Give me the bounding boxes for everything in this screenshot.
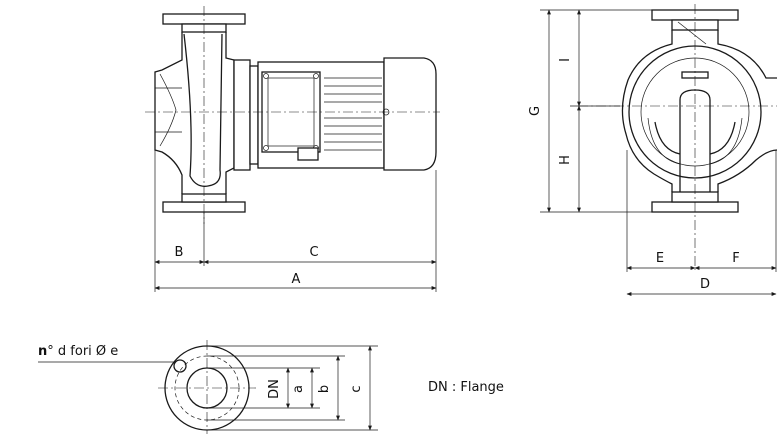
motor-foot bbox=[297, 147, 319, 161]
volute-right-bottom bbox=[717, 149, 777, 192]
label-h: H bbox=[558, 155, 573, 165]
label-d: D bbox=[700, 277, 710, 292]
holes-note-text: ° d fori Ø e bbox=[47, 344, 118, 359]
label-g: G bbox=[528, 106, 543, 116]
casing-left bbox=[154, 32, 183, 194]
fan-cover bbox=[383, 57, 437, 171]
holes-note-count: n bbox=[38, 344, 47, 359]
bracket bbox=[233, 59, 251, 171]
volute-right-top bbox=[717, 30, 777, 79]
label-i: I bbox=[558, 58, 573, 62]
side-view: B C A bbox=[145, 6, 440, 292]
label-b: B bbox=[175, 245, 184, 260]
bracket-flange bbox=[249, 65, 259, 165]
impeller-arcs bbox=[654, 121, 736, 155]
casing-right bbox=[225, 32, 235, 194]
holes-note: n° d fori Ø e bbox=[38, 344, 118, 359]
motor-fins bbox=[324, 77, 382, 151]
impeller-arcs-outer bbox=[647, 117, 743, 165]
casing-hub-lines bbox=[155, 87, 182, 133]
label-dn: DN bbox=[267, 379, 282, 399]
label-a-small: a bbox=[291, 385, 306, 393]
label-a: A bbox=[292, 272, 301, 287]
label-e: E bbox=[656, 251, 664, 266]
label-c: C bbox=[309, 245, 318, 260]
volute-left bbox=[621, 30, 673, 192]
flange-detail: n° d fori Ø e DN a b c DN : Flange bbox=[38, 340, 504, 434]
label-b-small: b bbox=[317, 385, 332, 393]
casing-hub-curve bbox=[159, 73, 177, 147]
flange-note: DN : Flange bbox=[428, 380, 504, 395]
bolt-hole bbox=[173, 359, 187, 373]
front-view: G I H E F D bbox=[528, 4, 777, 296]
casing-inner bbox=[183, 33, 223, 187]
label-f: F bbox=[732, 251, 739, 266]
label-c-small: c bbox=[349, 385, 364, 392]
